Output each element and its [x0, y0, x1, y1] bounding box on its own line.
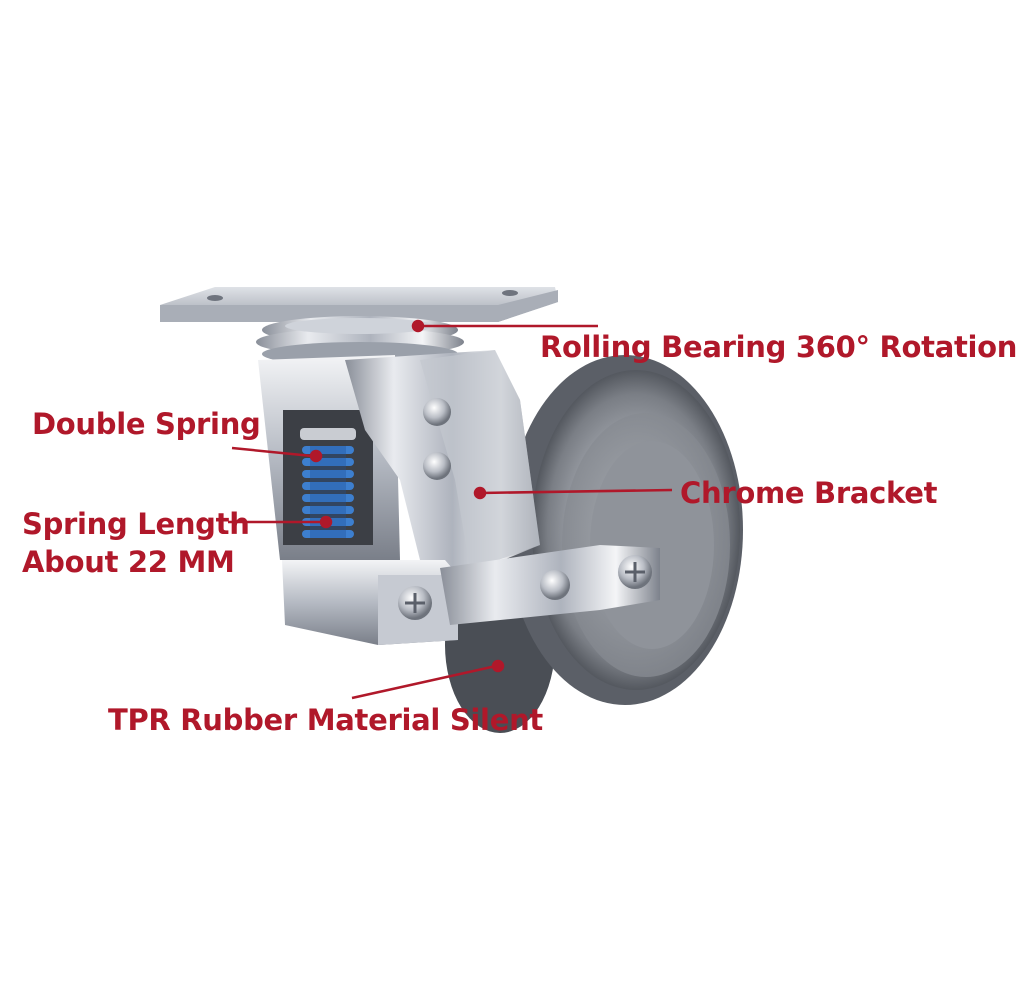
tpr-leader [351, 664, 497, 700]
chrome-bracket-label: Chrome Bracket [680, 476, 938, 510]
top-plate [160, 287, 558, 322]
double-spring-label: Double Spring [32, 407, 261, 441]
chrome-bracket-leader [479, 488, 673, 495]
caster-illustration [160, 287, 743, 733]
bearing-label: Rolling Bearing 360° Rotation [540, 330, 1017, 364]
chrome-bracket [345, 350, 540, 580]
tpr-material-label: TPR Rubber Material Silent [108, 703, 543, 737]
leader-lines [228, 319, 673, 700]
spring-length-label: Spring Length [22, 507, 250, 541]
axle-strap [440, 545, 660, 625]
spring-length-value-label: About 22 MM [22, 545, 235, 579]
double-spring-leader [231, 446, 313, 458]
base-block [282, 560, 458, 645]
product-image: Rolling Bearing 360° Rotation Double Spr… [22, 287, 1017, 737]
